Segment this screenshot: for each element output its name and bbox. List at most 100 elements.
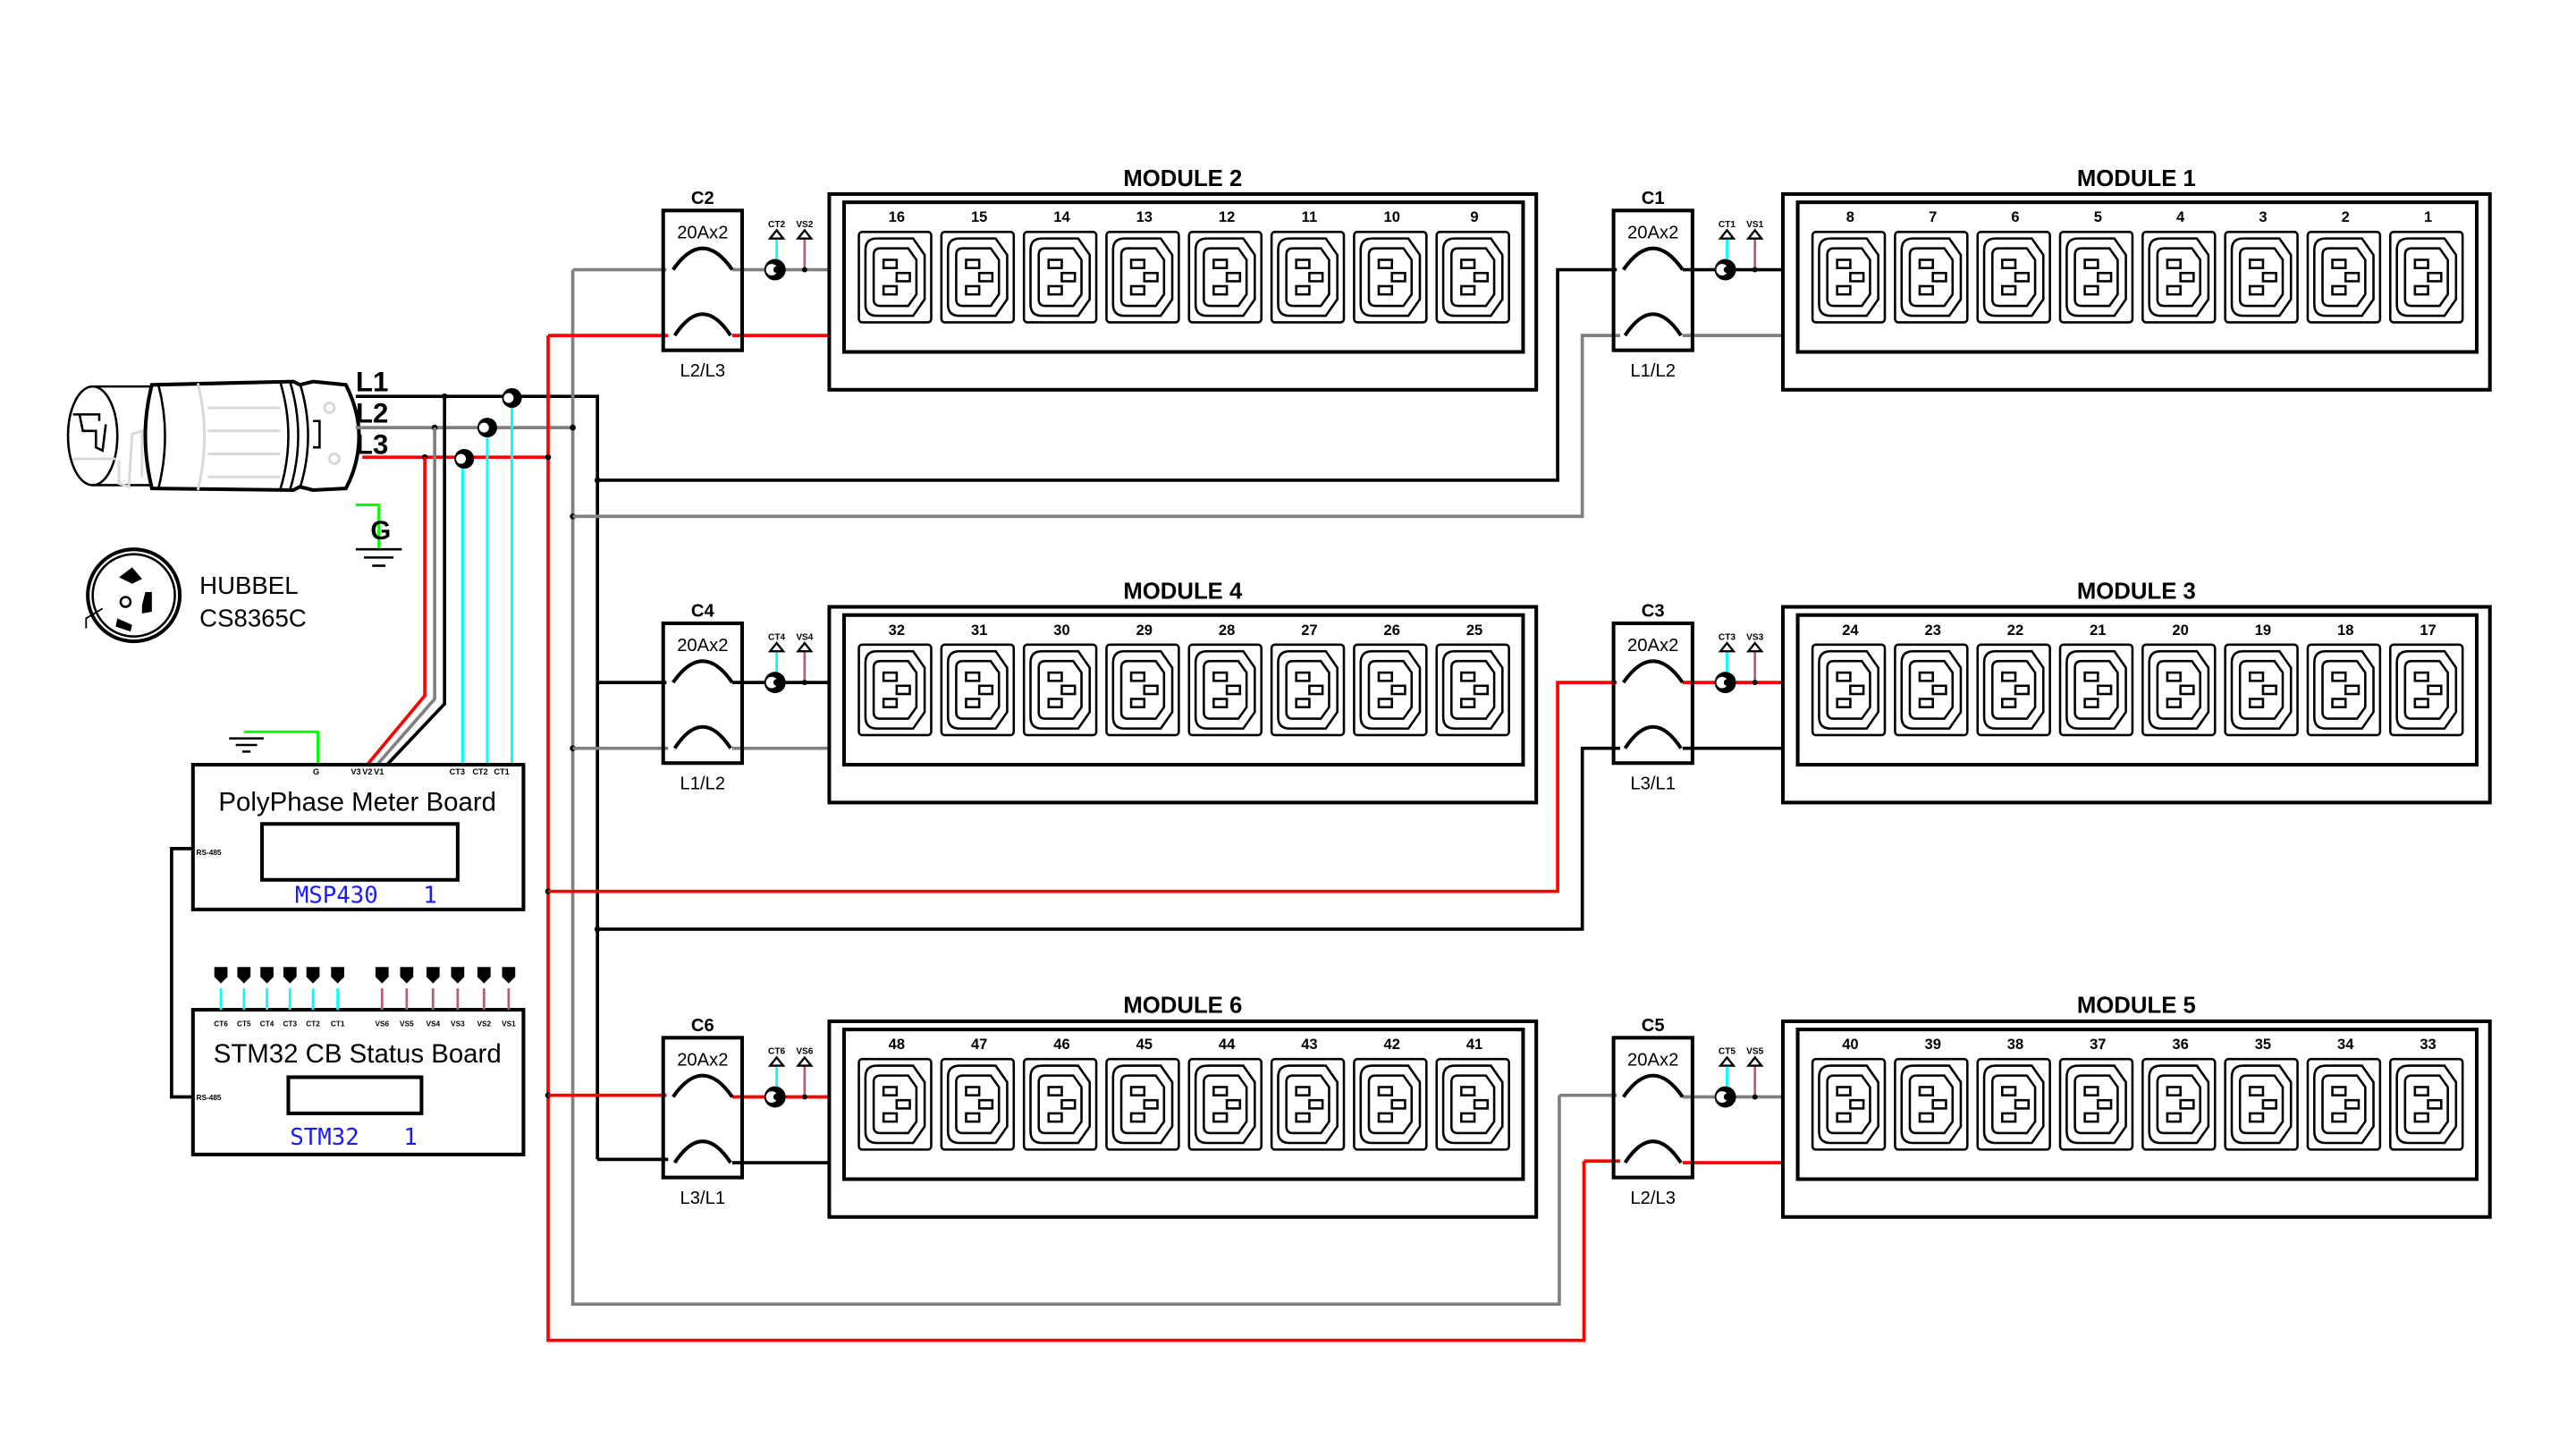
iec-c13-socket-icon [946, 649, 1009, 730]
breaker-pole-icon [1621, 246, 1685, 271]
breaker-phases: L1/L2 [680, 775, 726, 794]
iec-c13-socket-icon [1111, 237, 1174, 317]
outlet[interactable]: 41 [1435, 1036, 1510, 1151]
iec-c13-socket-icon [2230, 649, 2293, 730]
ct-sense-arrow-icon [767, 641, 786, 653]
outlet[interactable]: 34 [2306, 1036, 2382, 1151]
outlet[interactable]: 5 [2058, 208, 2134, 324]
outlet[interactable]: 23 [1894, 622, 1969, 737]
outlet[interactable]: 21 [2058, 622, 2134, 737]
status-rs485-label: RS-485 [196, 1094, 221, 1102]
outlet[interactable]: 13 [1105, 208, 1180, 324]
outlet[interactable]: 17 [2388, 622, 2464, 737]
outlet[interactable]: 16 [857, 208, 933, 324]
outlet[interactable]: 24 [1811, 622, 1887, 737]
breaker-phases: L1/L2 [1630, 361, 1676, 381]
outlet[interactable]: 45 [1105, 1036, 1180, 1151]
outlet-number: 21 [2090, 622, 2106, 639]
line-label-l2: L2 [356, 398, 388, 429]
iec-c13-socket-icon [1900, 649, 1963, 730]
outlet[interactable]: 12 [1187, 208, 1263, 324]
current-transformer-icon [1714, 672, 1736, 694]
outlet[interactable]: 44 [1187, 1036, 1263, 1151]
outlet[interactable]: 22 [1976, 622, 2051, 737]
outlet[interactable]: 38 [1976, 1036, 2051, 1151]
vs-pin-label: VS2 [477, 1020, 491, 1028]
meter-chip-label: MSP430 [295, 883, 378, 910]
status-chip-label: STM32 [290, 1124, 359, 1151]
outlet[interactable]: 10 [1353, 208, 1428, 324]
outlet-number: 23 [1925, 622, 1941, 639]
plug-face [66, 385, 119, 487]
outlet[interactable]: 27 [1270, 622, 1346, 737]
v2-wire [376, 427, 436, 766]
outlet[interactable]: 33 [2388, 1036, 2464, 1151]
outlet-number: 48 [889, 1036, 905, 1053]
line-label-l3: L3 [356, 429, 388, 461]
outlet[interactable]: 35 [2224, 1036, 2299, 1151]
iec-c13-socket-icon [1818, 237, 1879, 317]
outlet[interactable]: 2 [2306, 208, 2382, 324]
outlet[interactable]: 8 [1811, 208, 1887, 324]
outlet[interactable]: 46 [1022, 1036, 1098, 1151]
ct-sense-arrow-icon [767, 1055, 786, 1067]
outlet[interactable]: 32 [857, 622, 933, 737]
outlet[interactable]: 47 [940, 1036, 1016, 1151]
outlet[interactable]: 18 [2306, 622, 2382, 737]
outlet-number: 19 [2255, 622, 2271, 639]
iec-c13-socket-icon [946, 237, 1009, 317]
breaker-pole-icon [1621, 659, 1685, 684]
outlet[interactable]: 3 [2224, 208, 2299, 324]
outlet[interactable]: 20 [2141, 622, 2217, 737]
outlet[interactable]: 15 [940, 208, 1016, 324]
outlet-number: 47 [971, 1036, 987, 1053]
meter-ground-wire [243, 730, 320, 766]
c3-feed-l1 [597, 746, 1620, 931]
outlet[interactable]: 25 [1435, 622, 1510, 737]
outlet[interactable]: 28 [1187, 622, 1263, 737]
outlet[interactable]: 36 [2141, 1036, 2217, 1151]
outlet[interactable]: 6 [1976, 208, 2051, 324]
outlet[interactable]: 7 [1894, 208, 1969, 324]
iec-c13-socket-icon [1359, 649, 1422, 730]
breaker-label: C1 [1642, 189, 1665, 208]
voltage-tap-dot [801, 680, 807, 686]
vs-connector-vs1: VS1 [502, 967, 516, 1028]
meter-pin-v1: V1 [374, 767, 384, 776]
outlet-number: 34 [2337, 1036, 2354, 1053]
outlet[interactable]: 42 [1353, 1036, 1428, 1151]
outlet[interactable]: 1 [2388, 208, 2464, 324]
outlet[interactable]: 11 [1270, 208, 1346, 324]
outlet-number: 29 [1136, 622, 1153, 639]
outlet[interactable]: 4 [2141, 208, 2217, 324]
outlet[interactable]: 43 [1270, 1036, 1346, 1151]
outlet[interactable]: 39 [1894, 1036, 1969, 1151]
bus-l3 [546, 335, 1586, 1342]
outlet[interactable]: 19 [2224, 622, 2299, 737]
outlet[interactable]: 37 [2058, 1036, 2134, 1151]
outlet[interactable]: 31 [940, 622, 1016, 737]
outlet[interactable]: 14 [1022, 208, 1098, 324]
vs-sense-label: VS1 [1746, 220, 1763, 230]
outlet[interactable]: 9 [1435, 208, 1510, 324]
vs-sense-arrow-icon [796, 228, 814, 240]
outlet-number: 6 [2011, 208, 2019, 225]
meter-pin-ct2: CT2 [472, 767, 487, 776]
ct-sense-arrow-icon [1718, 1055, 1736, 1067]
outlet[interactable]: 26 [1353, 622, 1428, 737]
outlet[interactable]: 48 [857, 1036, 933, 1151]
outlet[interactable]: 30 [1022, 622, 1098, 737]
outlet[interactable]: 40 [1811, 1036, 1887, 1151]
iec-c13-socket-icon [1359, 237, 1422, 317]
outlet[interactable]: 29 [1105, 622, 1180, 737]
